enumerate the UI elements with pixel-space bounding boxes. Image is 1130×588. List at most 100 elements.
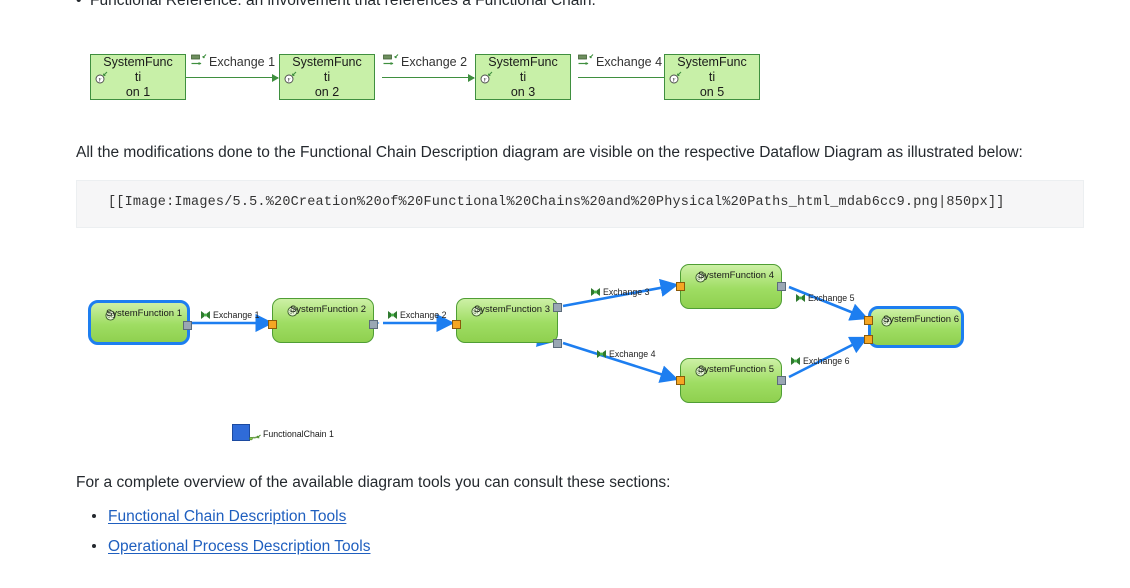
dfd-exchange-label-text: Exchange 5 — [808, 293, 855, 303]
dfd-node-label: SystemFunction 2 — [289, 304, 367, 315]
legend-color-swatch — [232, 424, 250, 441]
system-function-icon: SF — [471, 304, 482, 317]
fcd-exchange-label-1[interactable]: Exchange 1 — [191, 53, 275, 71]
system-function-icon: SF — [105, 308, 116, 321]
dfd-edge-exchange-3 — [562, 278, 679, 308]
functional-exchange-icon — [590, 287, 601, 297]
link-operational-process-description-tools[interactable]: Operational Process Description Tools — [108, 538, 371, 555]
dfd-node-systemfunction-2[interactable]: SF SystemFunction 2 — [268, 298, 378, 343]
dfd-exchange-label-text: Exchange 4 — [609, 349, 656, 359]
function-icon: F — [669, 71, 682, 84]
function-icon: F — [95, 71, 108, 84]
fcd-arrow-1 — [186, 73, 279, 82]
image-code-block: [[Image:Images/5.5.%20Creation%20of%20Fu… — [76, 180, 1084, 228]
clipped-bullet-label: Functional Reference: an involvement tha… — [90, 0, 596, 9]
svg-text:F: F — [99, 77, 102, 83]
function-icon: F — [284, 71, 297, 84]
dfd-exchange-label-text: Exchange 2 — [400, 310, 447, 320]
dfd-node-systemfunction-4[interactable]: SF SystemFunction 4 — [676, 264, 786, 309]
dataflow-connectors — [192, 275, 869, 389]
fcd-arrow-2 — [382, 73, 475, 82]
svg-text:F: F — [484, 77, 487, 83]
dfd-node-label: SystemFunction 5 — [697, 364, 775, 375]
functional-exchange-icon — [383, 54, 399, 69]
fcd-arrow-3 — [578, 73, 671, 82]
functional-exchange-icon — [596, 349, 607, 359]
dfd-node-systemfunction-3[interactable]: SF SystemFunction 3 — [452, 298, 562, 348]
image-code-text: [[Image:Images/5.5.%20Creation%20of%20Fu… — [108, 195, 1005, 210]
dfd-port-in-bottom[interactable] — [864, 335, 873, 344]
dfd-port-in[interactable] — [268, 320, 277, 329]
functional-exchange-icon — [200, 310, 211, 320]
dfd-exchange-label-text: Exchange 6 — [803, 356, 850, 366]
dfd-port-out[interactable] — [369, 320, 378, 329]
dfd-port-out[interactable] — [777, 282, 786, 291]
dfd-port-in-top[interactable] — [864, 316, 873, 325]
svg-text:SF: SF — [697, 370, 703, 376]
system-function-icon: SF — [695, 364, 706, 377]
functional-exchange-icon — [578, 54, 594, 69]
tools-paragraph: For a complete overview of the available… — [76, 474, 671, 491]
dfd-node-label: SystemFunction 1 — [105, 308, 183, 319]
dfd-port-out[interactable] — [183, 321, 192, 330]
dfd-port-in[interactable] — [676, 376, 685, 385]
fcd-exchange-label-4[interactable]: Exchange 4 — [578, 53, 662, 71]
functional-chain-icon — [249, 429, 262, 442]
dfd-node-label: SystemFunction 4 — [697, 270, 775, 281]
svg-text:SF: SF — [473, 310, 479, 316]
fcd-exchange-label-2[interactable]: Exchange 2 — [383, 53, 467, 71]
dfd-node-systemfunction-1[interactable]: SF SystemFunction 1 — [88, 300, 192, 345]
bullet-dot — [92, 544, 96, 548]
system-function-icon: SF — [695, 270, 706, 283]
functional-exchange-icon — [387, 310, 398, 320]
functional-exchange-icon — [795, 293, 806, 303]
dfd-node-systemfunction-6[interactable]: SF SystemFunction 6 — [864, 306, 964, 348]
fcd-exchange-label-text: Exchange 1 — [209, 55, 276, 69]
dfd-port-out-bottom[interactable] — [553, 339, 562, 348]
svg-text:F: F — [673, 77, 676, 83]
svg-text:SF: SF — [883, 320, 889, 326]
dfd-exchange-label-6[interactable]: Exchange 6 — [790, 356, 849, 367]
dfd-exchange-label-5[interactable]: Exchange 5 — [795, 293, 854, 304]
dfd-node-label: SystemFunction 3 — [473, 304, 551, 315]
dfd-exchange-label-4[interactable]: Exchange 4 — [596, 349, 655, 360]
dfd-exchange-label-1[interactable]: Exchange 1 — [200, 310, 259, 321]
clipped-bullet-text: • Functional Reference: an involvement th… — [76, 0, 596, 11]
link-functional-chain-description-tools[interactable]: Functional Chain Description Tools — [108, 508, 347, 525]
dfd-exchange-label-3[interactable]: Exchange 3 — [590, 287, 649, 298]
dfd-node-systemfunction-5[interactable]: SF SystemFunction 5 — [676, 358, 786, 403]
dfd-port-out-top[interactable] — [553, 303, 562, 312]
system-function-icon: SF — [287, 304, 298, 317]
intro-paragraph: All the modifications done to the Functi… — [76, 144, 1023, 161]
svg-text:SF: SF — [697, 276, 703, 282]
dfd-port-out[interactable] — [777, 376, 786, 385]
functional-exchange-icon — [191, 54, 207, 69]
fcd-exchange-label-text: Exchange 4 — [596, 55, 663, 69]
fcd-exchange-label-text: Exchange 2 — [401, 55, 468, 69]
dfd-exchange-label-2[interactable]: Exchange 2 — [387, 310, 446, 321]
dfd-port-in[interactable] — [452, 320, 461, 329]
function-icon: F — [480, 71, 493, 84]
bullet-dot: • — [76, 0, 82, 9]
bullet-dot — [92, 514, 96, 518]
legend-label-text: FunctionalChain 1 — [263, 429, 334, 439]
svg-text:SF: SF — [107, 314, 113, 320]
system-function-icon: SF — [881, 314, 892, 327]
functional-exchange-icon — [790, 356, 801, 366]
dfd-exchange-label-text: Exchange 1 — [213, 310, 260, 320]
dataflow-diagram: SF SystemFunction 1 SF SystemFunction 2 — [0, 240, 1130, 455]
dfd-edge-exchange-4 — [562, 341, 679, 383]
dfd-port-in[interactable] — [676, 282, 685, 291]
dfd-exchange-label-text: Exchange 3 — [603, 287, 650, 297]
dfd-edge-exchange-6 — [788, 336, 869, 379]
